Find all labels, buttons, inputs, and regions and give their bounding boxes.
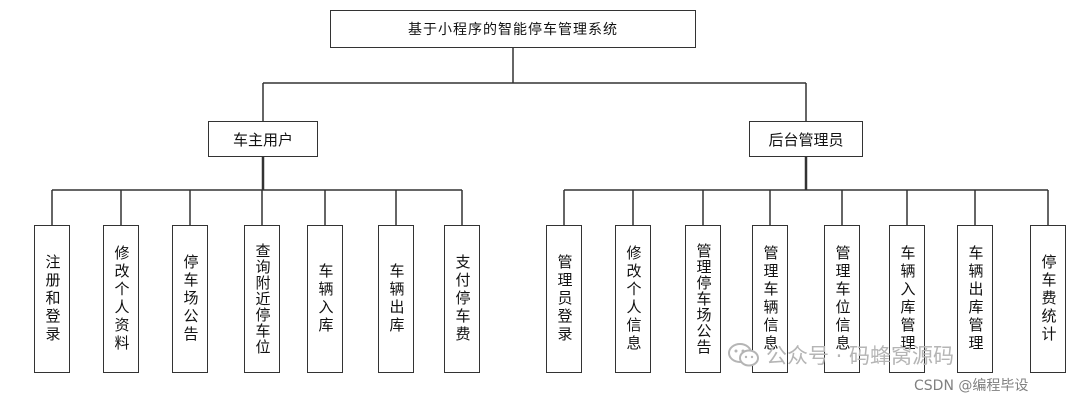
leaf-node: 车辆入库 [307, 225, 343, 373]
leaf-node: 管理车位信息 [824, 225, 860, 373]
leaf-node: 停车场公告 [172, 225, 208, 373]
leaf-node: 车辆入库管理 [889, 225, 925, 373]
leaf-node: 管理车辆信息 [752, 225, 788, 373]
watermark-credit: CSDN @编程毕设 [914, 378, 1029, 394]
watermark-text: 公众号 · 码蜂窝源码 [766, 344, 955, 368]
leaf-node: 注册和登录 [34, 225, 70, 373]
root-node: 基于小程序的智能停车管理系统 [330, 10, 696, 48]
leaf-node: 停车费统计 [1030, 225, 1066, 373]
leaf-node: 修改个人资料 [103, 225, 139, 373]
branch-node-owner: 车主用户 [208, 121, 318, 157]
leaf-node: 车辆出库管理 [957, 225, 993, 373]
wechat-icon [728, 342, 760, 368]
leaf-node: 车辆出库 [378, 225, 414, 373]
leaf-node: 查询附近停车位 [244, 225, 280, 373]
leaf-node: 管理员登录 [546, 225, 582, 373]
watermark: 公众号 · 码蜂窝源码 [728, 340, 954, 370]
leaf-node: 支付停车费 [444, 225, 480, 373]
branch-node-admin: 后台管理员 [749, 121, 863, 157]
leaf-node: 修改个人信息 [615, 225, 651, 373]
leaf-node: 管理停车场公告 [685, 225, 721, 373]
